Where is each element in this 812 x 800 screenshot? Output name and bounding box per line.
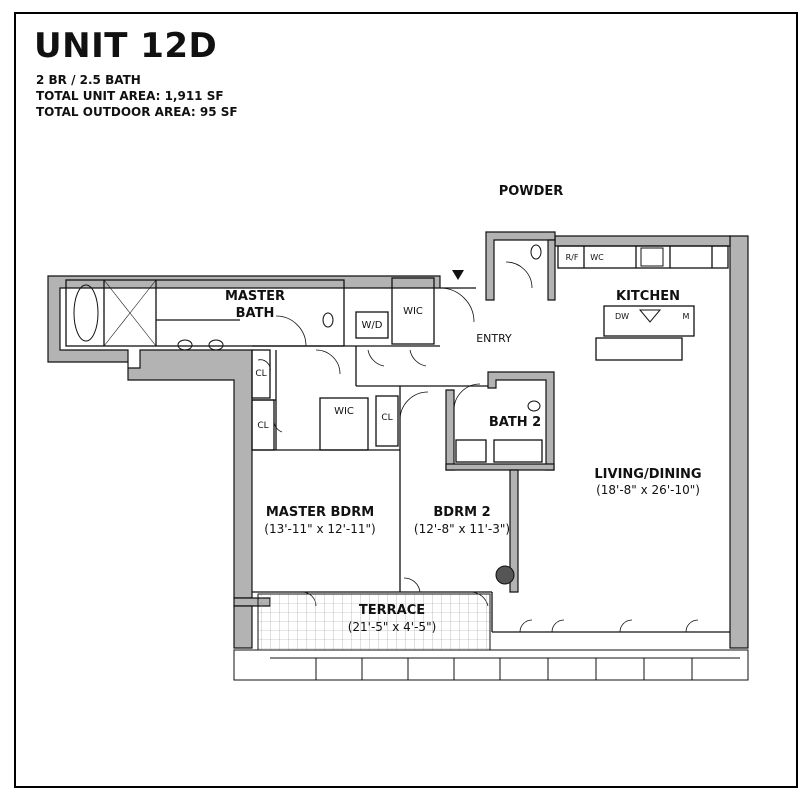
fixtures xyxy=(73,244,664,585)
terrace-area xyxy=(257,593,491,651)
interior-walls xyxy=(65,245,730,633)
toilet-icon xyxy=(322,312,334,328)
room-label-terrace: TERRACE xyxy=(359,603,425,618)
outdoor-area-label: TOTAL OUTDOOR AREA: 95 SF xyxy=(36,105,238,119)
sink-icon xyxy=(177,339,193,351)
toilet-icon xyxy=(527,400,541,412)
label-m: M xyxy=(683,312,690,321)
label-rf: R/F xyxy=(566,253,579,262)
room-label-master-bath-line1: MASTER xyxy=(225,289,285,304)
room-label-entry: ENTRY xyxy=(476,332,512,345)
room-label-kitchen: KITCHEN xyxy=(616,289,680,304)
room-dims-master-bdrm: (13'-11" x 12'-11") xyxy=(264,522,375,536)
label-wic-1: WIC xyxy=(403,306,423,317)
room-label-powder: POWDER xyxy=(499,184,564,199)
room-label-living-dining: LIVING/DINING xyxy=(594,467,701,482)
fixture-labels: WIC WIC W/D CL CL CL R/F WC DW M xyxy=(255,253,689,431)
room-label-master-bdrm: MASTER BDRM xyxy=(266,505,374,520)
label-wic-2: WIC xyxy=(334,406,354,417)
bed-bath-label: 2 BR / 2.5 BATH xyxy=(36,73,141,87)
toilet-icon xyxy=(530,244,542,260)
room-label-master-bath-line2: BATH xyxy=(236,306,275,321)
label-dw: DW xyxy=(615,312,629,321)
label-wd: W/D xyxy=(362,320,383,331)
terrace-railing xyxy=(233,649,749,681)
room-dims-living-dining: (18'-8" x 26'-10") xyxy=(596,483,700,497)
label-cl-2: CL xyxy=(257,421,268,431)
unit-info: 2 BR / 2.5 BATH TOTAL UNIT AREA: 1,911 S… xyxy=(36,72,238,120)
room-label-bdrm2: BDRM 2 xyxy=(433,505,490,520)
entry-arrow-icon xyxy=(452,270,464,280)
label-cl-3: CL xyxy=(381,413,392,423)
bathtub-icon xyxy=(73,284,99,342)
room-labels: POWDER KITCHEN MASTER BATH ENTRY BATH 2 … xyxy=(225,184,702,634)
room-dims-bdrm2: (12'-8" x 11'-3") xyxy=(414,522,510,536)
walls xyxy=(47,231,749,649)
unit-title: UNIT 12D xyxy=(34,26,218,66)
door-swings xyxy=(257,261,699,633)
column-icon xyxy=(495,565,515,585)
cooktop-icon xyxy=(640,247,664,267)
room-label-bath2: BATH 2 xyxy=(489,415,541,430)
sink-icon xyxy=(208,339,224,351)
room-dims-terrace: (21'-5" x 4'-5") xyxy=(348,620,437,634)
label-wc: WC xyxy=(590,253,604,262)
total-area-label: TOTAL UNIT AREA: 1,911 SF xyxy=(36,89,224,103)
sink-icon xyxy=(638,309,662,323)
label-cl-1: CL xyxy=(255,369,266,379)
page-frame xyxy=(14,12,798,788)
